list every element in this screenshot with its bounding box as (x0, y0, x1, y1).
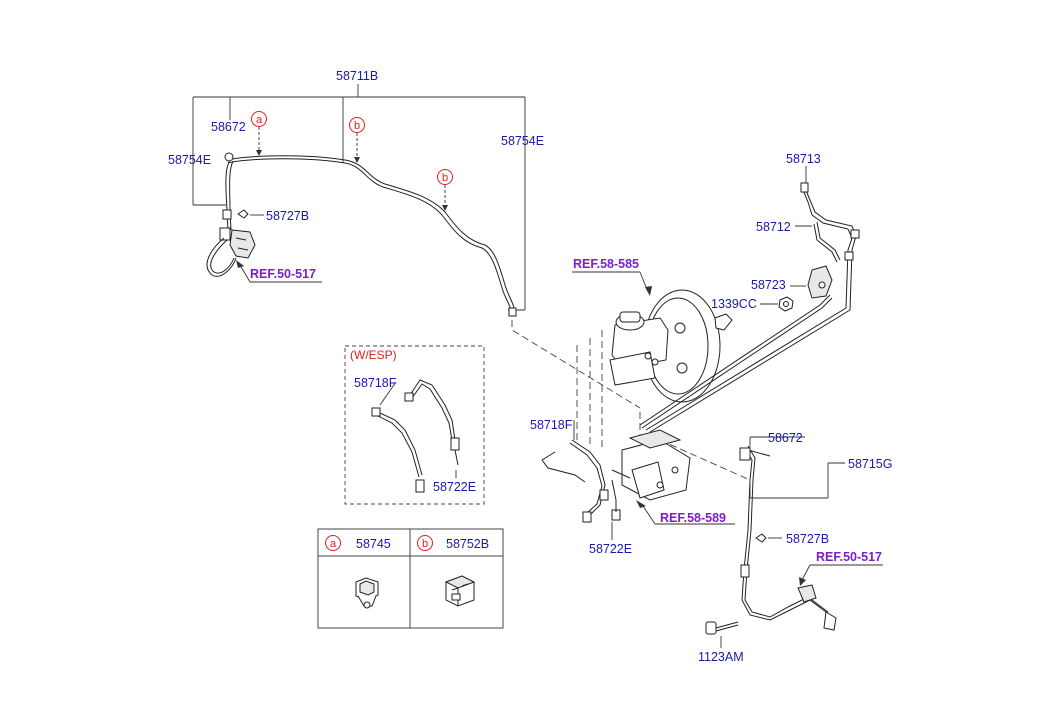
svg-text:b: b (442, 172, 448, 184)
legend-b: b (417, 535, 433, 551)
hose-58718F-main (541, 420, 621, 523)
label-58727B-top: 58727B (266, 209, 309, 223)
left-front-hose (206, 209, 256, 277)
marker-a-top: a (251, 111, 267, 156)
ref-50-517-right-leader (799, 564, 883, 586)
svg-text:a: a (256, 114, 263, 126)
hecu-module (611, 429, 691, 501)
bracket-58715G (749, 436, 845, 499)
label-58722E-inset: 58722E (433, 480, 476, 494)
svg-text:a: a (330, 538, 337, 550)
label-58713: 58713 (786, 152, 821, 166)
pipe-end-fitting (508, 307, 517, 317)
front-brake-pipe (224, 152, 517, 317)
label-58672-right: 58672 (768, 431, 803, 445)
clip-58727B-top (237, 209, 264, 219)
label-58712: 58712 (756, 220, 791, 234)
bracket-58723 (790, 265, 833, 299)
clip-58727B-right (755, 533, 782, 543)
label-1123AM: 1123AM (698, 650, 744, 664)
pipe-grommet (224, 152, 234, 162)
marker-b-top: b (349, 117, 365, 163)
label-58754E-left: 58754E (168, 153, 211, 167)
label-wesp: (W/ESP) (350, 348, 397, 362)
ref-58-585: REF.58-585 (573, 257, 639, 271)
ref-58-589-leader (636, 500, 735, 525)
label-58727B-right: 58727B (786, 532, 829, 546)
marker-b-mid: b (437, 169, 453, 211)
ref-50-517-top-leader (236, 260, 322, 283)
clip-58745-icon (355, 577, 379, 609)
label-58723: 58723 (751, 278, 786, 292)
svg-text:b: b (422, 538, 428, 550)
legend-a: a (325, 535, 341, 551)
legend-a-part: 58745 (356, 537, 391, 551)
label-58715G: 58715G (848, 457, 892, 471)
label-58754E-right: 58754E (501, 134, 544, 148)
ref-58-589: REF.58-589 (660, 511, 726, 525)
bolt-1123AM (705, 621, 739, 648)
master-cylinder (609, 311, 669, 386)
rear-brake-lines (639, 182, 860, 433)
legend-b-part: 58752B (446, 537, 489, 551)
label-58718F-inset: 58718F (354, 376, 397, 390)
dashed-connectors (511, 320, 751, 481)
ref-50-517-right: REF.50-517 (816, 550, 882, 564)
ref-58-585-leader (572, 271, 652, 296)
right-front-hose (739, 445, 837, 631)
label-58722E-main: 58722E (589, 542, 632, 556)
wesp-inset (344, 345, 485, 505)
label-58718F-main: 58718F (530, 418, 573, 432)
ref-50-517-top: REF.50-517 (250, 267, 316, 281)
clip-legend-table (317, 528, 504, 629)
svg-text:b: b (354, 120, 360, 132)
label-58672-top: 58672 (211, 120, 246, 134)
nut-1339CC (760, 296, 794, 312)
clip-58752B-icon (444, 575, 476, 607)
bracket-58711B (192, 84, 526, 311)
label-58711B: 58711B (336, 69, 378, 83)
label-1339CC: 1339CC (711, 297, 757, 311)
